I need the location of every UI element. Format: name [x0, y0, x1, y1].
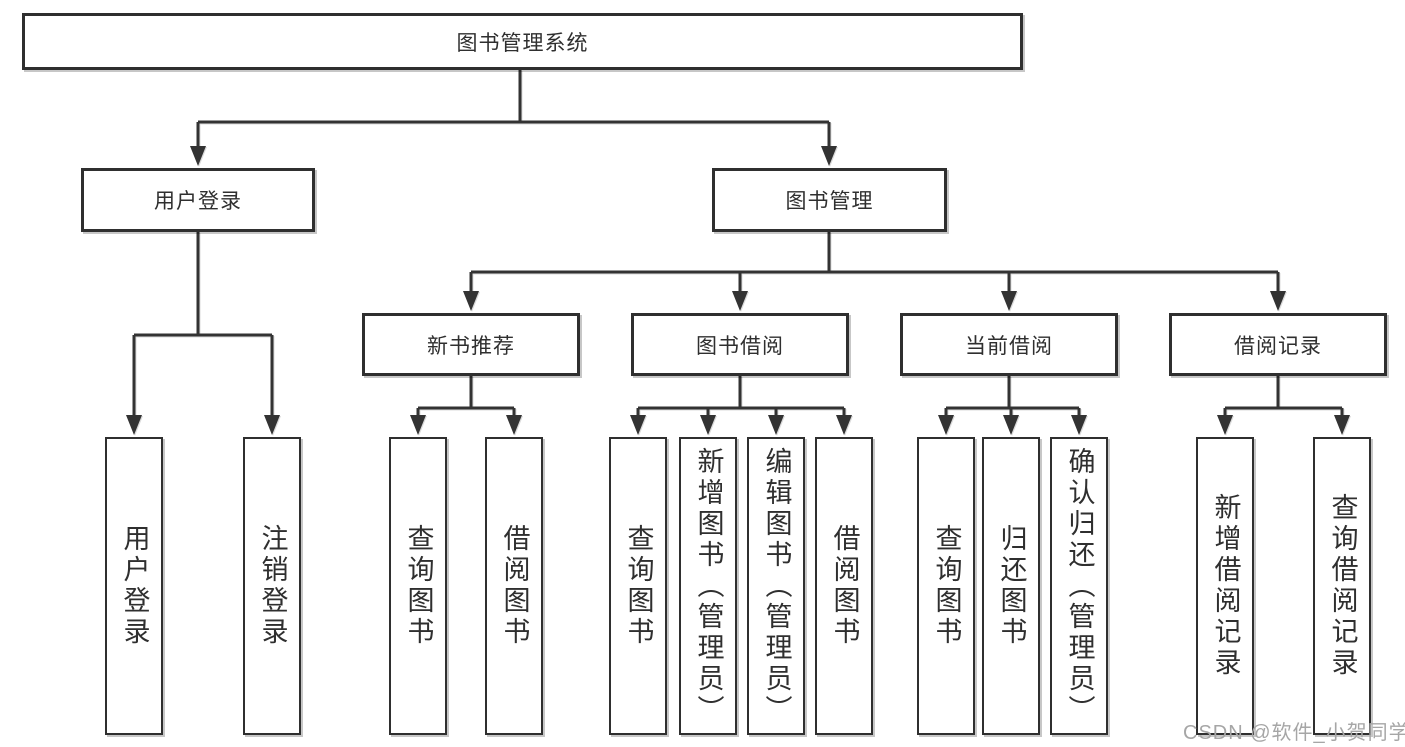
connector-book-management [469, 232, 1280, 295]
leaf-user-login: 用户登录 [105, 437, 163, 735]
arrow-down-icon [463, 291, 479, 311]
arrow-down-icon [1270, 291, 1286, 311]
leaf-borrow-books-borrowing: 借阅图书 [815, 437, 873, 735]
leaf-label: 确认归还（管理员） [1064, 446, 1095, 726]
arrow-down-icon [700, 415, 716, 435]
leaf-borrow-books-recommend: 借阅图书 [485, 437, 543, 735]
leaf-confirm-return-admin: 确认归还（管理员） [1050, 437, 1108, 735]
leaf-label: 查询借阅记录 [1327, 493, 1358, 679]
arrow-down-icon [190, 146, 206, 166]
node-new-book-recommendation: 新书推荐 [362, 313, 580, 376]
leaf-label: 借阅图书 [829, 524, 860, 648]
node-user-login: 用户登录 [81, 168, 315, 232]
leaf-label: 新增图书（管理员） [693, 446, 724, 726]
connector-current-borrowing [944, 376, 1081, 420]
connector-root [196, 70, 831, 150]
connector-new-book-recommendation [416, 376, 516, 420]
leaf-edit-books-admin: 编辑图书（管理员） [747, 437, 805, 735]
connector-borrowing-records [1223, 376, 1344, 420]
arrow-down-icon [938, 415, 954, 435]
leaf-query-borrow-record: 查询借阅记录 [1313, 437, 1371, 735]
arrow-down-icon [836, 415, 852, 435]
node-book-borrowing: 图书借阅 [631, 313, 849, 376]
leaf-query-books-borrowing: 查询图书 [609, 437, 667, 735]
arrow-down-icon [506, 415, 522, 435]
arrow-down-icon [630, 415, 646, 435]
leaf-label: 编辑图书（管理员） [761, 446, 792, 726]
leaf-logout: 注销登录 [243, 437, 301, 735]
arrow-down-icon [410, 415, 426, 435]
watermark: CSDN @软件_小贺同学 [1183, 722, 1405, 744]
arrow-down-icon [126, 415, 142, 435]
leaf-label: 新增借阅记录 [1210, 493, 1241, 679]
leaf-query-books-recommend: 查询图书 [389, 437, 447, 735]
node-current-borrowing: 当前借阅 [900, 313, 1118, 376]
arrowheads [126, 146, 1350, 435]
leaf-label: 借阅图书 [499, 524, 530, 648]
arrow-down-icon [1334, 415, 1350, 435]
connector-book-borrowing [636, 376, 846, 420]
leaf-label: 归还图书 [996, 524, 1027, 648]
node-book-management: 图书管理 [712, 168, 947, 232]
leaf-label: 注销登录 [257, 524, 288, 648]
arrow-down-icon [1217, 415, 1233, 435]
arrow-down-icon [821, 146, 837, 166]
node-library-system: 图书管理系统 [22, 13, 1023, 70]
connector-user-login [132, 232, 274, 420]
arrow-down-icon [768, 415, 784, 435]
arrow-down-icon [1003, 415, 1019, 435]
leaf-label: 查询图书 [403, 524, 434, 648]
arrow-down-icon [1071, 415, 1087, 435]
arrow-down-icon [732, 291, 748, 311]
leaf-label: 查询图书 [931, 524, 962, 648]
leaf-label: 查询图书 [623, 524, 654, 648]
leaf-add-borrow-record: 新增借阅记录 [1196, 437, 1254, 735]
leaf-label: 用户登录 [119, 524, 150, 648]
leaf-add-books-admin: 新增图书（管理员） [679, 437, 737, 735]
leaf-return-books: 归还图书 [982, 437, 1040, 735]
node-borrowing-records: 借阅记录 [1169, 313, 1387, 376]
leaf-query-books-current: 查询图书 [917, 437, 975, 735]
arrow-down-icon [264, 415, 280, 435]
arrow-down-icon [1001, 291, 1017, 311]
